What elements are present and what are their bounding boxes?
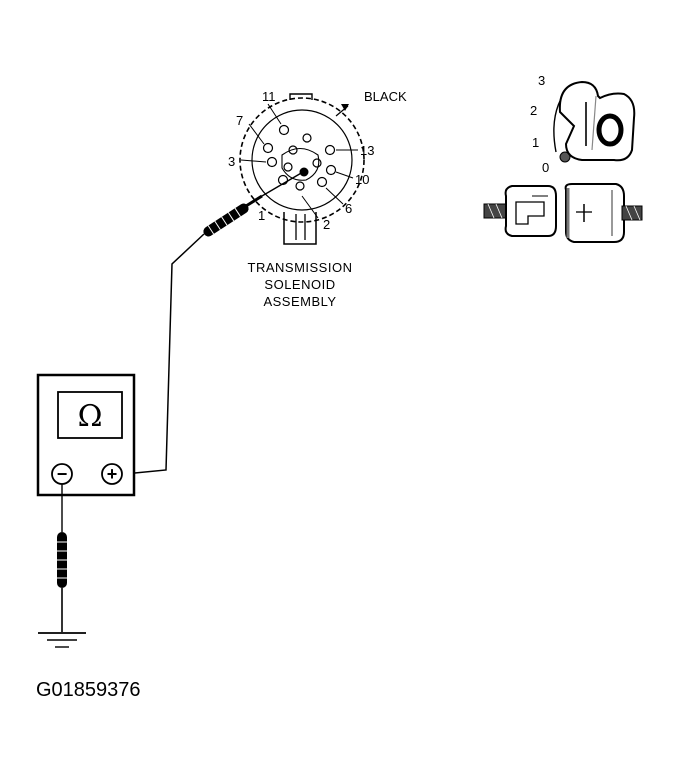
key-position-2: 2 bbox=[530, 103, 537, 118]
probe-handle bbox=[203, 203, 249, 237]
ohmmeter: Ω − + bbox=[36, 373, 136, 497]
figure-code: G01859376 bbox=[36, 679, 141, 701]
positive-terminal-symbol: + bbox=[107, 464, 118, 484]
key-bow-hole bbox=[596, 113, 624, 147]
pin-cavity-d bbox=[312, 158, 322, 168]
leader-11 bbox=[267, 103, 282, 125]
pin-cavity-3 bbox=[266, 156, 278, 168]
pin-label-13: 13 bbox=[360, 143, 374, 158]
connector-stem bbox=[283, 212, 317, 245]
pin-cavity-10 bbox=[325, 164, 337, 176]
key-position-3: 3 bbox=[538, 73, 545, 88]
key-position-marker bbox=[559, 151, 571, 163]
right-connector-half bbox=[564, 183, 625, 243]
leader-7 bbox=[248, 123, 265, 145]
pin-cavity-e bbox=[295, 181, 305, 191]
pin-cavity-6 bbox=[316, 176, 328, 188]
ground-icon bbox=[38, 632, 86, 648]
connector-key-tab bbox=[289, 93, 313, 100]
connector-housing-inner bbox=[251, 109, 353, 211]
left-harness-wire bbox=[483, 203, 509, 219]
harness-connector-disconnected bbox=[483, 183, 643, 243]
negative-probe-handle bbox=[57, 532, 67, 588]
leader-3 bbox=[240, 159, 267, 163]
key-position-1: 1 bbox=[532, 135, 539, 150]
caption-line-1: TRANSMISSION bbox=[248, 260, 353, 275]
ignition-switch: 3 2 1 0 bbox=[530, 73, 636, 175]
center-test-pin bbox=[299, 167, 309, 177]
key-position-0: 0 bbox=[542, 160, 549, 175]
positive-terminal bbox=[101, 463, 123, 485]
solenoid-connector bbox=[239, 93, 365, 245]
pin-label-2: 2 bbox=[323, 217, 330, 232]
connector-housing-outer bbox=[239, 97, 365, 223]
left-connector-half bbox=[504, 185, 557, 237]
meter-display bbox=[57, 391, 123, 439]
pin-label-10: 10 bbox=[355, 172, 369, 187]
pin-cavity-7 bbox=[262, 142, 274, 154]
pin-cavity-b bbox=[288, 145, 298, 155]
black-arrow-icon bbox=[341, 104, 349, 111]
caption-line-2: SOLENOID bbox=[264, 277, 335, 292]
leader-10 bbox=[335, 171, 354, 179]
ohm-symbol-icon: Ω bbox=[78, 399, 103, 434]
pin-label-7: 7 bbox=[236, 113, 243, 128]
pin-label-1: 1 bbox=[258, 208, 265, 223]
positive-test-probe bbox=[123, 171, 304, 475]
pin-label-6: 6 bbox=[345, 201, 352, 216]
pin-label-11: 11 bbox=[262, 89, 276, 104]
caption-line-3: ASSEMBLY bbox=[263, 294, 336, 309]
pin-cavity-c bbox=[283, 162, 293, 172]
connector-center-cluster bbox=[281, 147, 320, 181]
pin-cavity-11 bbox=[278, 124, 290, 136]
ignition-key-icon bbox=[558, 80, 636, 162]
negative-terminal-symbol: − bbox=[57, 464, 68, 484]
pin-label-3: 3 bbox=[228, 154, 235, 169]
pin-cavity-13 bbox=[324, 144, 336, 156]
wire-color-label: BLACK bbox=[364, 89, 407, 104]
pin-cavity-a bbox=[302, 133, 312, 143]
leader-6 bbox=[325, 187, 344, 205]
leader-2 bbox=[301, 195, 319, 219]
positive-lead-wire bbox=[123, 233, 205, 475]
negative-lead bbox=[38, 484, 86, 648]
